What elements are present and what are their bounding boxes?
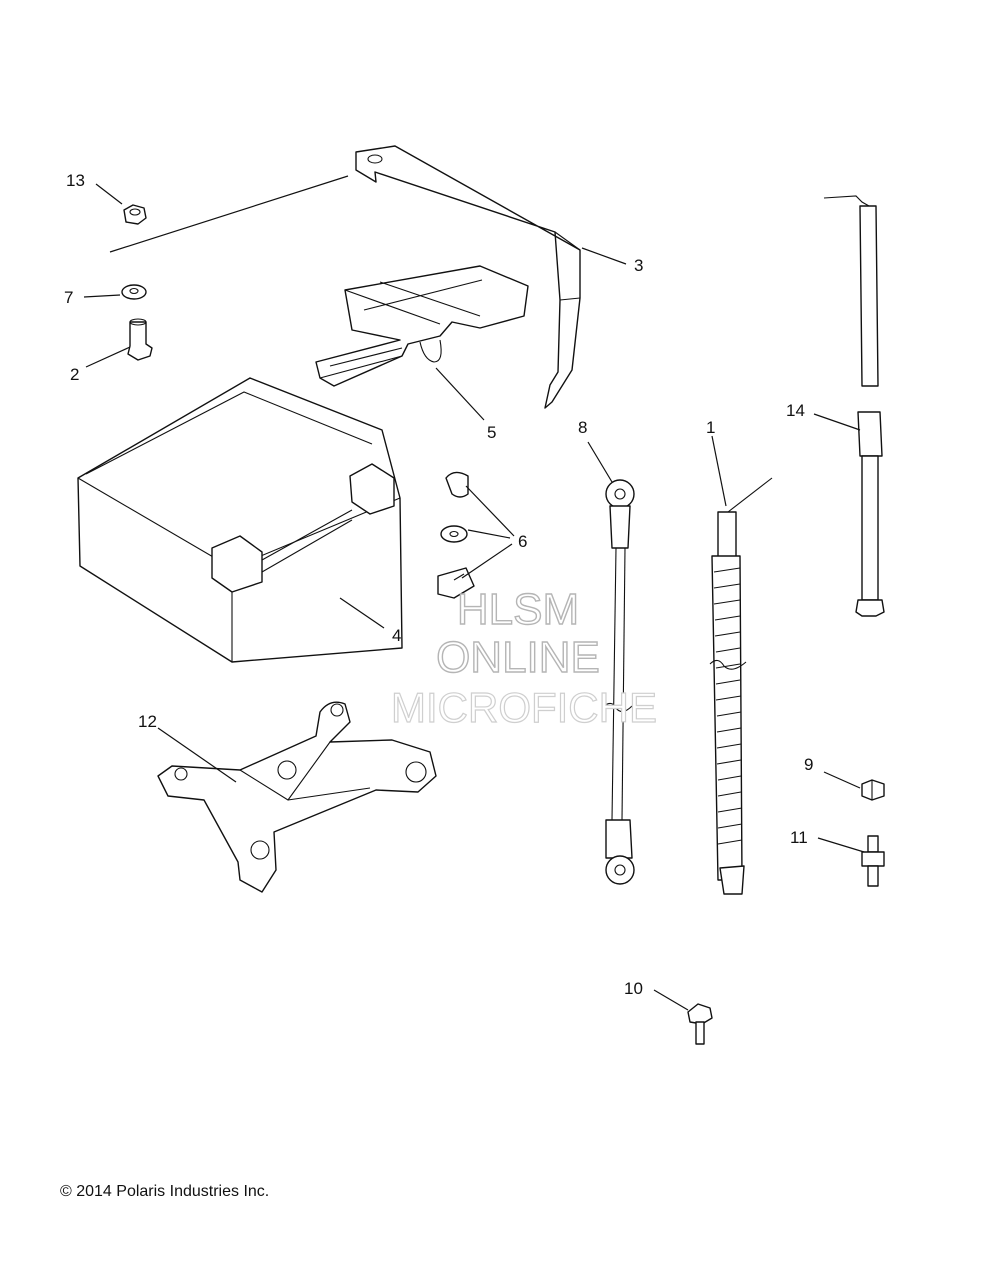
- callout-3: 3: [634, 256, 643, 275]
- watermark: HLSM ONLINE MICROFICHE: [390, 584, 657, 731]
- part-ground-cable: [603, 479, 635, 885]
- part-vent-tube: [823, 195, 885, 617]
- part-battery-tray: [157, 701, 437, 893]
- callout-9: 9: [804, 755, 813, 774]
- watermark-line-3: MICROFICHE: [391, 684, 657, 731]
- callout-14: 14: [786, 401, 805, 420]
- callout-5: 5: [487, 423, 496, 442]
- watermark-line-1: HLSM: [457, 585, 579, 634]
- callout-11: 11: [790, 828, 808, 847]
- callout-6: 6: [518, 532, 527, 551]
- part-battery: [77, 377, 403, 663]
- part-bolt-11: [861, 835, 885, 887]
- callout-12: 12: [138, 712, 157, 731]
- part-screw-10: [687, 1003, 713, 1045]
- watermark-line-2: ONLINE: [436, 633, 600, 682]
- callout-4: 4: [392, 626, 401, 645]
- part-terminal-hardware: [437, 471, 475, 599]
- copyright-notice: © 2014 Polaris Industries Inc.: [60, 1183, 270, 1200]
- callout-1: 1: [706, 418, 715, 437]
- leader-lines: [83, 183, 865, 1011]
- callout-8: 8: [578, 418, 587, 437]
- part-bolt-2: [127, 318, 153, 361]
- part-hold-down-bracket: [109, 145, 581, 409]
- part-washer-7: [121, 284, 147, 300]
- callout-13: 13: [66, 171, 85, 190]
- callout-2: 2: [70, 365, 79, 384]
- part-positive-cable: [709, 477, 773, 895]
- part-nut-9: [861, 779, 885, 801]
- callout-labels: 1 2 3 4 5 6 7 8 9 10 11 12 13 14: [64, 171, 813, 998]
- part-battery-plate: [315, 265, 529, 387]
- part-nut-13: [123, 204, 147, 225]
- callout-10: 10: [624, 979, 643, 998]
- callout-7: 7: [64, 288, 73, 307]
